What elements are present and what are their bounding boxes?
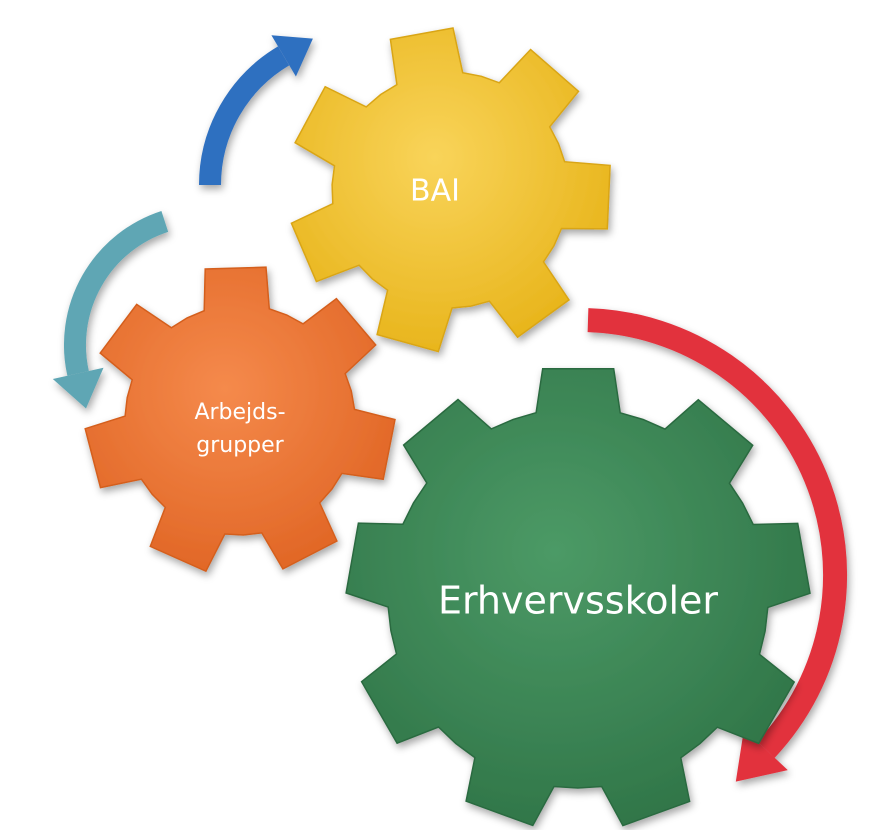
gear-arbejdsgrupper-label-line1: Arbejds- [194,400,285,425]
gear-erhvervsskoler: Erhvervsskoler [345,367,811,827]
arrow-blue [199,35,313,186]
gear-arbejdsgrupper: Arbejds- grupper [84,266,396,573]
gear-arbejdsgrupper-label-line2: grupper [196,433,284,458]
arrow-red [587,308,847,782]
gear-bai: BAI [290,27,611,353]
arrow-teal [52,210,169,409]
gear-bai-label: BAI [410,174,460,209]
gear-erhvervsskoler-label: Erhvervsskoler [438,579,718,623]
